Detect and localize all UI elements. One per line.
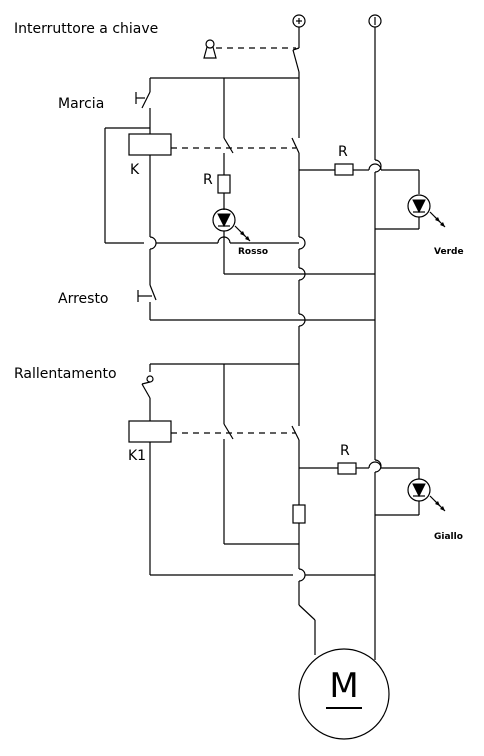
relay-k-coil bbox=[128, 133, 172, 156]
green-led-branch bbox=[299, 163, 446, 230]
main-positive-line bbox=[291, 27, 316, 655]
start-stop-circuit bbox=[104, 77, 375, 321]
slowdown-circuit bbox=[128, 363, 375, 576]
relay-k1-label: K1 bbox=[128, 448, 146, 464]
yellow-led-branch bbox=[299, 461, 446, 516]
resistor-green-label: R bbox=[338, 144, 348, 160]
motor-icon bbox=[298, 648, 390, 740]
red-led-label: Rosso bbox=[238, 247, 268, 257]
motor-resistor bbox=[292, 504, 306, 524]
key-switch-label: Interruttore a chiave bbox=[14, 21, 158, 37]
resistor-yellow-label: R bbox=[340, 443, 350, 459]
negative-terminal bbox=[368, 14, 382, 28]
green-led-label: Verde bbox=[434, 247, 464, 257]
resistor-red bbox=[217, 174, 231, 194]
yellow-led-label: Giallo bbox=[434, 532, 463, 542]
resistor-green bbox=[334, 163, 354, 176]
resistor-yellow bbox=[337, 462, 357, 475]
start-label: Marcia bbox=[58, 96, 104, 112]
motor-label: M bbox=[329, 666, 358, 706]
positive-terminal bbox=[292, 14, 306, 28]
negative-rail bbox=[374, 27, 382, 660]
key-switch-icon bbox=[203, 39, 217, 59]
red-led-branch bbox=[212, 78, 375, 275]
slowdown-label: Rallentamento bbox=[14, 366, 117, 382]
relay-k-label: K bbox=[130, 162, 140, 178]
resistor-red-label: R bbox=[203, 172, 213, 188]
stop-label: Arresto bbox=[58, 291, 109, 307]
relay-k1-coil bbox=[128, 420, 172, 443]
